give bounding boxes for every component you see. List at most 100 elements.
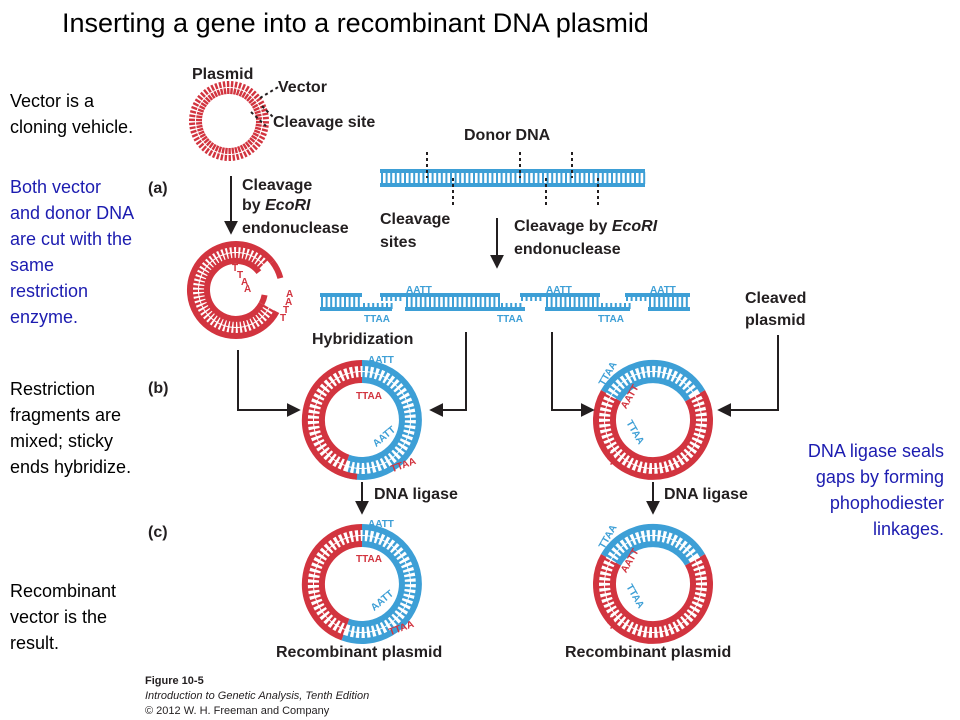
base-pair-inner (627, 619, 633, 626)
base-pair-inner (605, 425, 612, 430)
base-pair-inner (656, 625, 660, 632)
base-pair-outer (691, 386, 698, 392)
base-pair-inner (329, 451, 336, 458)
base-pair-outer (347, 467, 352, 474)
base-pair-outer (701, 590, 708, 594)
base-pair-outer (643, 365, 648, 372)
base-pair-outer (629, 464, 634, 471)
base-pair-inner (320, 440, 327, 446)
base-pair-inner (646, 625, 650, 632)
base-pair-outer (626, 534, 632, 541)
base-pair-outer (222, 247, 227, 254)
base-pair-inner (200, 277, 207, 282)
base-pair-outer (392, 540, 398, 547)
base-pair-inner (669, 457, 675, 465)
base-pair-inner (605, 575, 612, 579)
base-pair-outer (311, 603, 318, 608)
base-pair-outer (213, 251, 219, 258)
ring-strand-inner (615, 377, 691, 402)
base-pair-inner (317, 562, 325, 568)
base-pair-inner (623, 616, 629, 624)
base-pair-outer (242, 151, 248, 158)
base-pair-outer (670, 368, 676, 376)
base-pair-outer (240, 246, 244, 253)
label-hybridization: Hybridization (312, 331, 413, 348)
base-pair-inner (395, 443, 402, 450)
base-pair-inner (617, 385, 624, 392)
base-pair-outer (698, 600, 705, 606)
base-pair-outer (598, 410, 605, 414)
base-pair-outer (618, 622, 625, 629)
base-pair-outer (340, 464, 345, 472)
base-pair-outer (665, 366, 670, 374)
base-pair-inner (403, 576, 410, 580)
base-pair-inner (403, 412, 410, 416)
ring-strand-outer (186, 241, 280, 340)
base-pair-inner (402, 590, 410, 595)
base-pair-outer (695, 393, 703, 399)
base-pair-outer (256, 138, 264, 144)
base-pair-outer (601, 398, 608, 404)
base-pair-outer (195, 139, 202, 146)
label-cleaved-plasmid: Cleaved (745, 290, 806, 307)
base-pair-inner (615, 446, 622, 453)
base-pair-inner (630, 376, 636, 384)
base-pair-outer (396, 544, 403, 551)
base-pair-inner (605, 589, 612, 594)
base-pair-outer (407, 564, 415, 569)
base-pair-outer (244, 247, 248, 254)
base-pair-inner (401, 402, 408, 407)
base-pair-inner (665, 623, 670, 630)
base-pair-inner (402, 426, 410, 431)
base-pair-outer (314, 554, 321, 560)
donor-fragments (320, 293, 690, 311)
base-pair-inner (631, 457, 637, 465)
base-pair-outer (406, 602, 413, 608)
base-pair-inner (679, 383, 686, 390)
base-pair-inner (641, 624, 646, 632)
base-pair-outer (219, 325, 224, 332)
ring-strand-outer (601, 360, 705, 394)
base-pair-inner (330, 546, 336, 553)
base-pair-outer (230, 81, 234, 88)
base-pair-inner (391, 549, 398, 556)
ring-strand-inner (318, 377, 363, 461)
donor-dna-strand (380, 169, 646, 187)
base-pair-inner (214, 145, 220, 152)
base-pair-inner (354, 461, 358, 468)
cleaved-end-letters: T T A A A A T T (232, 263, 293, 324)
svg-text:A: A (286, 289, 293, 300)
caption-figure-number: Figure 10-5 (145, 675, 204, 687)
base-pair-outer (410, 575, 417, 579)
base-pair-outer (384, 626, 390, 633)
base-pair-inner (608, 598, 615, 604)
base-pair-inner (199, 292, 206, 296)
base-pair-outer (681, 622, 688, 629)
base-pair-inner (210, 261, 217, 268)
base-pair-outer (603, 393, 611, 399)
base-pair-inner (255, 113, 262, 118)
base-pair-outer (617, 376, 623, 383)
base-pair-inner (403, 422, 410, 426)
label-cleavage-sites-b: sites (380, 234, 417, 251)
base-pair-inner (219, 88, 224, 96)
base-pair-outer (598, 426, 605, 431)
base-pair-outer (307, 423, 314, 427)
base-pair-outer (239, 152, 244, 160)
base-pair-inner (689, 560, 696, 566)
label-cleavage-1c: endonuclease (242, 220, 349, 237)
base-pair-outer (197, 94, 204, 101)
base-pair-outer (393, 619, 400, 626)
base-pair-outer (606, 610, 614, 617)
base-pair-inner (375, 538, 381, 546)
base-pair-outer (254, 141, 261, 148)
base-pair-inner (330, 382, 336, 389)
base-pair-outer (334, 626, 340, 634)
base-pair-outer (684, 541, 691, 548)
label-cleaved-plasmid-b: plasmid (745, 312, 805, 329)
base-pair-outer (251, 250, 257, 257)
label-cleavage-sites: Cleavage (380, 211, 450, 228)
base-pair-inner (255, 123, 262, 127)
base-pair-inner (610, 438, 617, 444)
